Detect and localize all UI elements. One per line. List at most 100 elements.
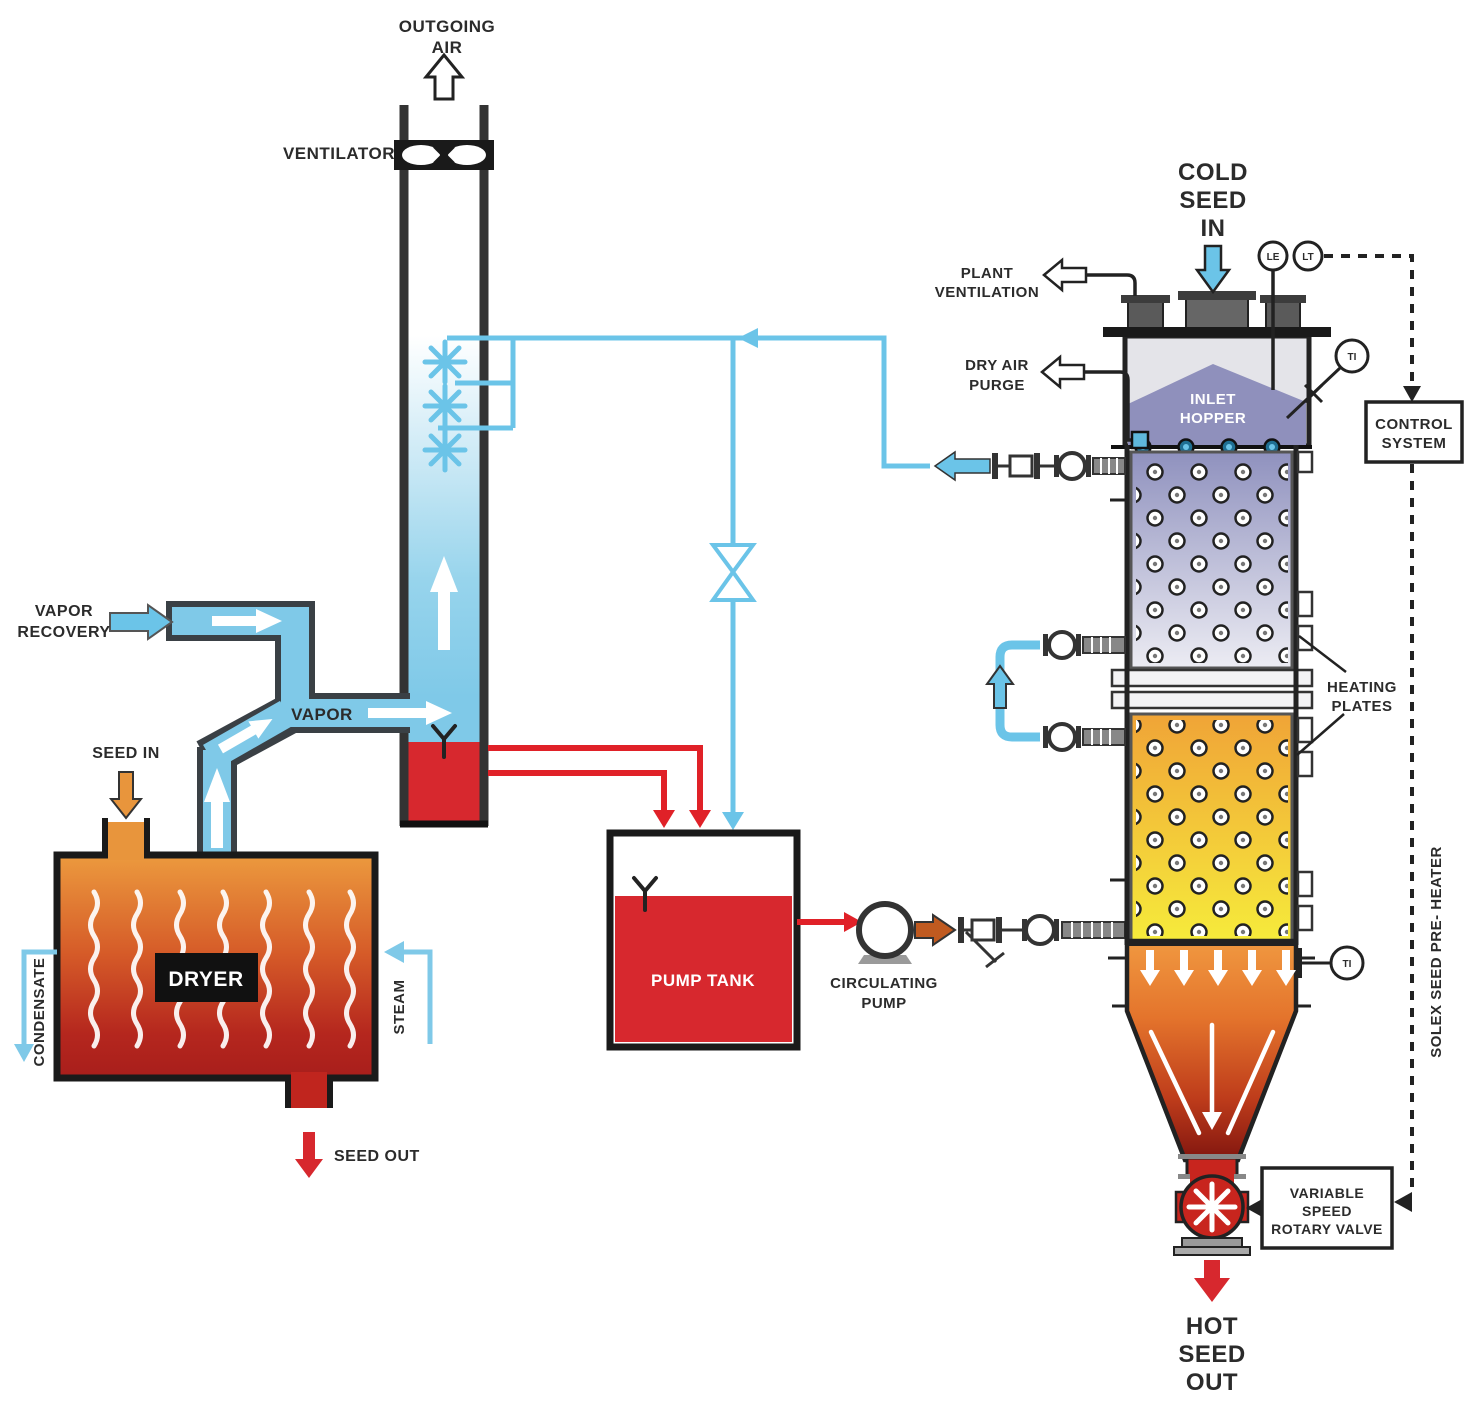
solex-side-label: SOLEX SEED PRE- HEATER (1428, 846, 1445, 1058)
flow-arrow-icons (1140, 950, 1296, 986)
steam-line (384, 941, 433, 1044)
control-system-box: CONTROL SYSTEM (1364, 400, 1464, 464)
flow-arrow-icon (212, 609, 282, 633)
ti-bottom-label: TI (1343, 959, 1352, 970)
circulating-pump-icon (856, 901, 914, 964)
hot-seed-label-2: SEED (1178, 1341, 1245, 1368)
cold-seed-label-1: COLD (1178, 159, 1248, 186)
outgoing-air-label-2: AIR (432, 38, 463, 57)
lower-jumper-valve-icon (1043, 722, 1126, 752)
flow-arrow-icon (985, 664, 1015, 709)
upper-jumper-valve-icon (1043, 630, 1126, 660)
condensate-label: CONDENSATE (31, 958, 48, 1067)
inlet-hopper-label-2: HOPPER (1180, 410, 1246, 427)
dry-air-label-1: DRY AIR (965, 357, 1029, 374)
flow-arrow-icon (653, 810, 675, 828)
ventilator-label: VENTILATOR (283, 144, 395, 163)
signal-arrow-icon (1394, 1192, 1412, 1212)
flow-arrow-icon (14, 1044, 34, 1062)
ventilator-fan-icon (394, 140, 494, 170)
control-signal-lines (1324, 254, 1414, 1190)
circulating-pump-label-2: PUMP (861, 995, 906, 1012)
rotary-valve (1173, 1154, 1251, 1256)
seed-out-stub (291, 1072, 327, 1108)
lt-transmitter: LT (1292, 240, 1324, 272)
spray-water-line (438, 335, 930, 814)
hot-seed-label-3: OUT (1186, 1369, 1238, 1396)
control-system-label-1: CONTROL (1375, 416, 1453, 433)
variable-speed-box: VARIABLE SPEED ROTARY VALVE (1260, 1166, 1394, 1250)
level-indicator-icon (632, 876, 658, 912)
vapor-recovery-label-2: RECOVERY (17, 624, 110, 641)
circulating-pump-label-1: CIRCULATING (830, 975, 938, 992)
seed-out-arrow-icon (295, 1132, 323, 1178)
dry-air-purge-line (1084, 370, 1150, 450)
spray-valve-icon (709, 543, 757, 602)
pump-tank-label: PUMP TANK (651, 971, 755, 990)
vsrv-label-3: ROTARY VALVE (1271, 1221, 1383, 1237)
ti-top-label: TI (1348, 352, 1357, 363)
flow-arrow-icon (368, 701, 452, 725)
seed-in-arrow-icon (108, 771, 144, 820)
heating-plates-label-1: HEATING (1327, 679, 1397, 696)
signal-arrow-icon (1403, 386, 1421, 402)
inlet-hopper-label-1: INLET (1190, 391, 1236, 408)
pump-valve-train-icon (958, 914, 1126, 969)
heating-plates-label-2: PLATES (1331, 698, 1392, 715)
level-indicator-icon (431, 724, 457, 759)
flow-arrow-icon (430, 556, 458, 650)
lower-plate-bank (1129, 712, 1294, 943)
steam-label: STEAM (391, 980, 408, 1035)
pump-tank (606, 829, 801, 1051)
vapor-recovery-arrow-icon (109, 603, 174, 641)
ti-top-indicator: TI (1285, 338, 1370, 420)
dry-air-label-2: PURGE (969, 377, 1025, 394)
plant-vent-label-1: PLANT (961, 265, 1014, 282)
pump-discharge-arrow-icon (914, 913, 957, 947)
vsrv-label-1: VARIABLE (1290, 1185, 1365, 1201)
vapor-pipe (172, 607, 426, 860)
lt-label: LT (1302, 252, 1313, 263)
outgoing-air-label-1: OUTGOING (399, 17, 496, 36)
vsrv-label-2: SPEED (1302, 1203, 1352, 1219)
seed-out-label: SEED OUT (334, 1148, 420, 1165)
signal-arrow-icon (1246, 1198, 1264, 1218)
vapor-recovery-label-1: VAPOR (35, 603, 93, 620)
discharge-cone (1108, 938, 1315, 1163)
cold-seed-label-3: IN (1201, 215, 1226, 242)
outgoing-air-arrow-icon (422, 52, 466, 101)
heating-plates-pointers (1296, 635, 1347, 756)
flow-arrow-icon (689, 810, 711, 828)
steam-jumper-pipe (985, 640, 1040, 742)
dryer-nameplate (155, 953, 258, 1002)
vapor-label: VAPOR (291, 705, 353, 724)
control-system-label-2: SYSTEM (1382, 435, 1447, 452)
side-brackets (1296, 450, 1314, 932)
spray-nozzle-icons (422, 339, 468, 473)
dryer-body (53, 818, 379, 1108)
wall-ticks (1110, 498, 1127, 882)
dryer-label: DRYER (168, 968, 243, 991)
le-indicator: LE (1257, 240, 1289, 272)
plant-vent-label-2: VENTILATION (935, 284, 1039, 301)
hot-seed-out-arrow-icon (1194, 1260, 1230, 1302)
le-label: LE (1267, 252, 1280, 263)
cold-seed-label-2: SEED (1179, 187, 1246, 214)
upper-plate-bank (1129, 450, 1294, 670)
bank-divider (1110, 668, 1314, 710)
flow-arrow-icon (844, 912, 862, 932)
flow-arrow-icon (722, 812, 744, 830)
ti-bottom-indicator: TI (1298, 945, 1365, 981)
flow-arrow-icon (384, 941, 404, 963)
dry-air-purge-arrow-icon (1040, 354, 1086, 390)
cold-seed-arrow-icon (1194, 244, 1232, 295)
vapor-takeoff-valve-train-icon (933, 450, 1126, 482)
condensate-line (14, 949, 57, 1062)
plant-ventilation-arrow-icon (1042, 257, 1088, 293)
flow-arrow-icon (217, 719, 273, 754)
flow-arrow-icon (738, 328, 758, 348)
seed-in-label: SEED IN (92, 745, 160, 762)
plant-ventilation-line (1084, 273, 1137, 296)
flow-arrow-icon (204, 768, 230, 848)
